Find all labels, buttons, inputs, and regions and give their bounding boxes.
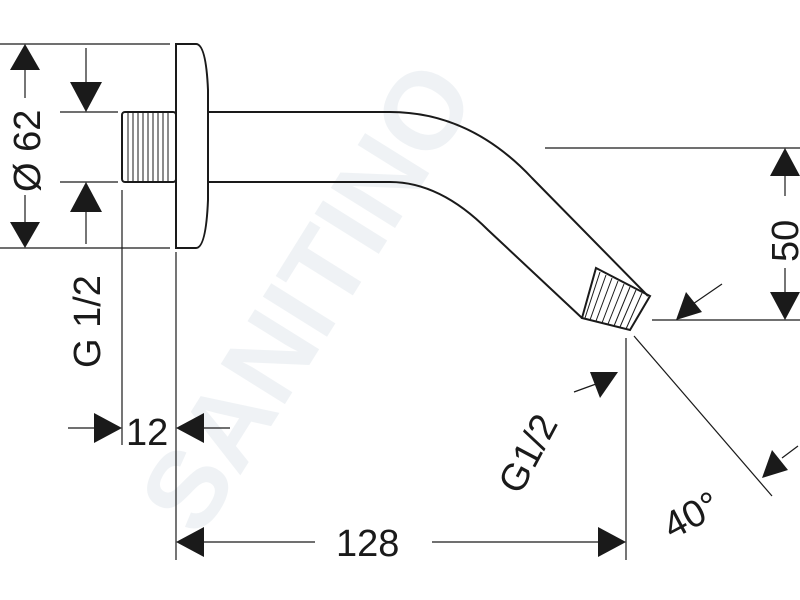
dimension-outlet-thread: G1/2 <box>491 372 618 500</box>
inlet-thread <box>121 111 177 183</box>
dimension-thread-length: 12 <box>68 190 230 560</box>
horizontal-reach-label: 128 <box>336 523 399 565</box>
arrow-down-left-icon <box>676 292 702 320</box>
dimension-flange-diameter: Ø 62 <box>0 43 170 249</box>
arrow-up-icon <box>70 182 102 212</box>
arrow-down-icon <box>10 222 40 248</box>
arrow-down-left-icon <box>762 450 788 478</box>
arrow-down-icon <box>770 292 800 320</box>
angle-label: 40° <box>657 484 727 548</box>
arrow-up-icon <box>10 44 40 70</box>
arrow-up-icon <box>770 148 800 176</box>
inlet-thread-label: G 1/2 <box>67 275 109 368</box>
arrow-left-icon <box>176 413 204 443</box>
arrow-left-icon <box>176 527 204 557</box>
outlet-thread <box>580 266 652 332</box>
dimension-inlet-thread: G 1/2 <box>60 48 118 368</box>
arrow-right-icon <box>598 527 626 557</box>
flange-diameter-label: Ø 62 <box>7 110 49 192</box>
drop-height-label: 50 <box>765 220 800 262</box>
arrow-down-icon <box>70 82 102 112</box>
arrow-right-icon <box>94 413 122 443</box>
arrow-right-icon <box>590 372 618 398</box>
thread-length-label: 12 <box>126 412 168 454</box>
shower-arm-body <box>208 111 649 319</box>
dimension-angle: 40° <box>633 283 799 548</box>
wall-flange <box>175 43 209 249</box>
outlet-thread-label: G1/2 <box>491 408 567 500</box>
dimension-drop-height: 50 <box>545 147 800 321</box>
dimension-horizontal-reach: 128 <box>176 338 627 565</box>
